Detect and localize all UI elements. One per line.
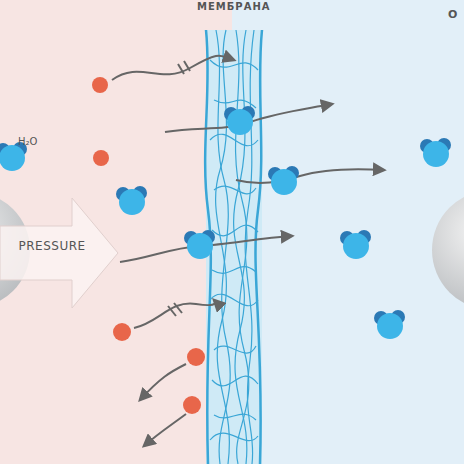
arrow-shape [0,198,120,308]
membrane-heading: МЕМБРАНА [197,1,271,12]
drop [432,190,464,310]
concentrate-side [0,0,232,464]
membrane-band: МЕМБРАНА [206,30,262,464]
text-label: О [448,8,457,21]
water-molecules [0,106,451,339]
arrow-label: PRESSURE [19,239,86,253]
text-label: H₂O [18,136,37,147]
permeate-side [232,0,464,464]
pressure-arrow: PRESSURE [0,198,120,308]
flow-arrows [112,56,384,446]
membrane-fibers [205,30,262,464]
membrane-band [206,30,262,464]
